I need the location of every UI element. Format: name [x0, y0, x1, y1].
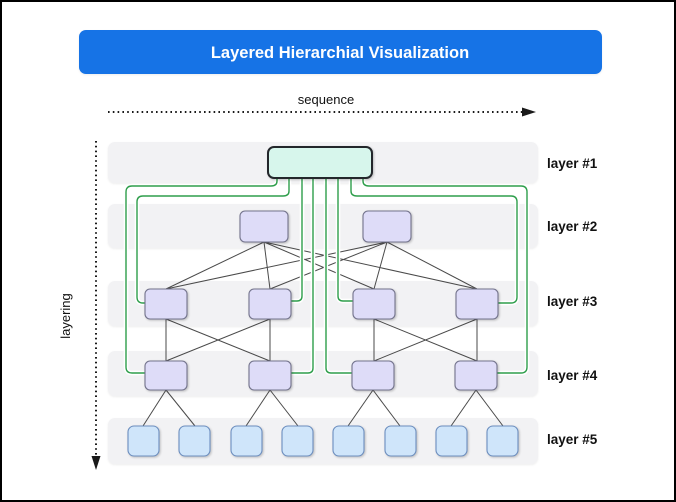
layer3-node-2 [248, 288, 292, 320]
layer4-node-1 [144, 360, 188, 391]
layering-arrow-icon [91, 456, 101, 470]
layer4-node-4 [454, 360, 498, 391]
layer3-node-1 [144, 288, 188, 320]
layer5-node-5 [332, 425, 365, 457]
layer5-band [108, 418, 538, 464]
edges-layer3-layer4 [165, 318, 478, 362]
layer4-node-2 [248, 360, 292, 391]
layer3-node-3 [352, 288, 396, 320]
layer3-band [108, 281, 538, 326]
layer4-label: layer #4 [547, 368, 598, 383]
layer5-node-7 [435, 425, 468, 457]
edges-layer2-layer3 [165, 241, 478, 290]
layer2-nodes [239, 210, 412, 243]
layer5-nodes [127, 425, 519, 457]
layer3-label: layer #3 [547, 294, 598, 309]
layer2-band [108, 204, 538, 248]
edges-root-green [123, 178, 530, 376]
layer5-label: layer #5 [547, 432, 598, 447]
layer1-node-1 [267, 146, 373, 179]
edges-layer4-layer5 [142, 389, 504, 427]
layer5-node-2 [178, 425, 211, 457]
layer1-nodes [267, 146, 373, 179]
layer5-node-6 [384, 425, 417, 457]
sequence-axis-label: sequence [298, 92, 354, 107]
layer2-label: layer #2 [547, 219, 597, 234]
layer4-node-3 [351, 360, 395, 391]
page-title: Layered Hierarchial Visualization [211, 44, 469, 62]
layer5-node-1 [127, 425, 160, 457]
layer5-node-3 [230, 425, 263, 457]
layer2-node-1 [239, 210, 289, 243]
layer3-nodes [144, 288, 499, 320]
layer4-nodes [144, 360, 498, 391]
sequence-arrow-icon [522, 107, 536, 117]
title-bar [79, 30, 602, 74]
layer3-node-4 [455, 288, 499, 320]
layering-axis-label: layering [58, 293, 73, 339]
layer1-label: layer #1 [547, 156, 598, 171]
layer4-band [108, 351, 538, 396]
layer5-node-4 [281, 425, 314, 457]
layer2-node-2 [362, 210, 412, 243]
layer5-node-8 [486, 425, 519, 457]
